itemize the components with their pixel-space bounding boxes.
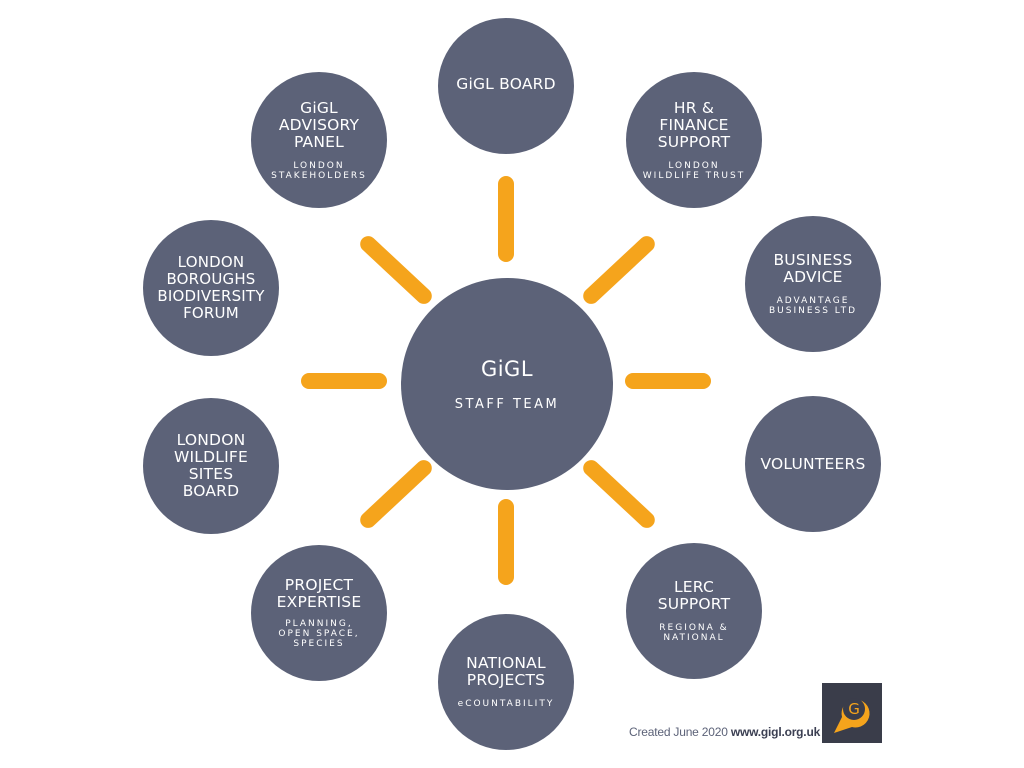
node-london-boroughs-biodiversity-forum: LONDON BOROUGHS BIODIVERSITY FORUM bbox=[143, 220, 279, 356]
node-title: LONDON WILDLIFE SITES BOARD bbox=[174, 431, 248, 500]
node-subtitle: LONDON WILDLIFE TRUST bbox=[642, 160, 746, 181]
node-title: GiGL ADVISORY PANEL bbox=[278, 98, 360, 151]
node-gigl-advisory-panel: GiGL ADVISORY PANEL LONDON STAKEHOLDERS bbox=[251, 72, 387, 208]
node-subtitle: LONDON STAKEHOLDERS bbox=[271, 160, 367, 181]
node-subtitle: PLANNING, OPEN SPACE, SPECIES bbox=[278, 619, 360, 649]
footer-url[interactable]: www.gigl.org.uk bbox=[730, 725, 821, 739]
node-gigl-board: GiGL BOARD bbox=[438, 18, 574, 154]
node-subtitle: ADVANTAGE BUSINESS LTD bbox=[768, 296, 858, 316]
ray-top bbox=[498, 176, 514, 262]
node-business-advice: BUSINESS ADVICE ADVANTAGE BUSINESS LTD bbox=[745, 216, 881, 352]
node-subtitle: eCOUNTABILITY bbox=[457, 699, 555, 709]
node-volunteers: VOLUNTEERS bbox=[745, 396, 881, 532]
center-title: GiGL bbox=[480, 356, 534, 381]
gigl-logo-mark: G bbox=[834, 698, 870, 733]
node-national-projects: NATIONAL PROJECTS eCOUNTABILITY bbox=[438, 614, 574, 750]
ray-bottom-left bbox=[356, 456, 436, 532]
ray-bottom bbox=[498, 499, 514, 585]
node-title: VOLUNTEERS bbox=[760, 454, 866, 473]
center-node-staff-team: GiGL STAFF TEAM bbox=[401, 278, 613, 490]
node-title: PROJECT EXPERTISE bbox=[276, 576, 362, 611]
node-hr-finance-support: HR & FINANCE SUPPORT LONDON WILDLIFE TRU… bbox=[626, 72, 762, 208]
ray-left bbox=[301, 373, 387, 389]
ray-bottom-right bbox=[579, 456, 659, 532]
footer-credit: Created June 2020 www.gigl.org.uk bbox=[629, 725, 820, 739]
node-london-wildlife-sites-board: LONDON WILDLIFE SITES BOARD bbox=[143, 398, 279, 534]
node-title: GiGL BOARD bbox=[456, 74, 556, 93]
node-title: NATIONAL PROJECTS bbox=[466, 654, 546, 689]
ray-top-left bbox=[356, 232, 436, 308]
logo-letter: G bbox=[848, 700, 860, 718]
node-lerc-support: LERC SUPPORT REGIONA & NATIONAL bbox=[626, 543, 762, 679]
node-title: LONDON BOROUGHS BIODIVERSITY FORUM bbox=[157, 253, 265, 322]
footer-created: Created June 2020 bbox=[629, 725, 728, 739]
node-title: BUSINESS ADVICE bbox=[773, 251, 853, 286]
node-title: LERC SUPPORT bbox=[657, 578, 731, 613]
node-subtitle: REGIONA & NATIONAL bbox=[659, 623, 729, 643]
center-subtitle: STAFF TEAM bbox=[454, 396, 560, 412]
ray-right bbox=[625, 373, 711, 389]
node-project-expertise: PROJECT EXPERTISE PLANNING, OPEN SPACE, … bbox=[251, 545, 387, 681]
ray-top-right bbox=[579, 232, 659, 308]
node-title: HR & FINANCE SUPPORT bbox=[657, 98, 731, 151]
gigl-logo-icon: G bbox=[822, 683, 882, 743]
